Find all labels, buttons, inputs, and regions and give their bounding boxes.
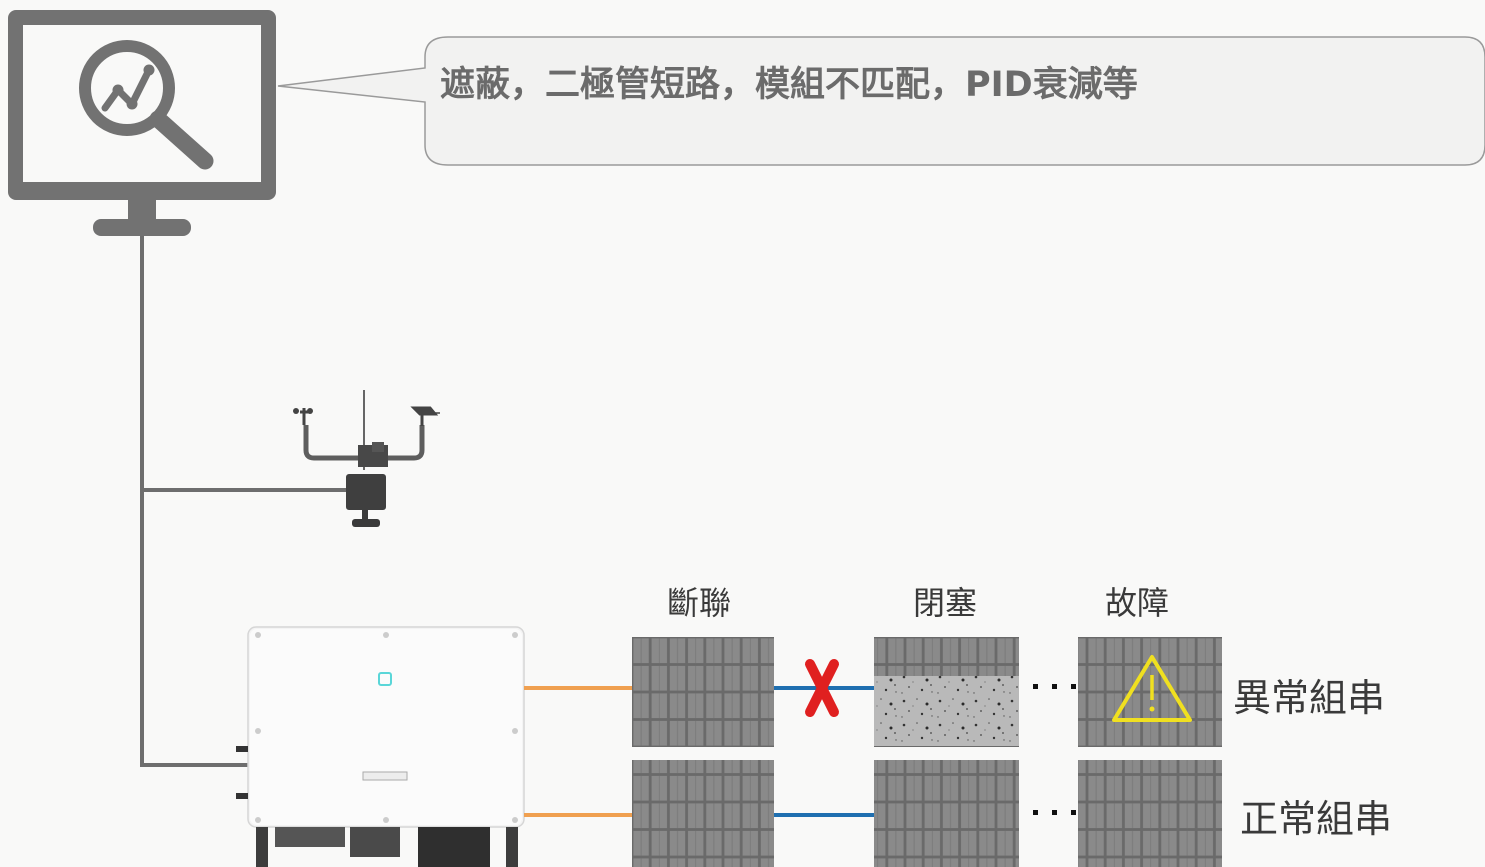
- panel-disconnect: [632, 637, 774, 747]
- panel-normal-2: [874, 760, 1019, 867]
- panel-fault: [1078, 637, 1222, 747]
- ellipsis-normal: [1033, 810, 1076, 815]
- callout-text: 遮蔽，二極管短路，模組不匹配，PID衰減等: [440, 65, 1138, 105]
- label-normal-string: 正常組串: [1240, 797, 1393, 841]
- warning-triangle-icon: [1112, 655, 1192, 722]
- monitor-analytics-icon: [8, 10, 276, 236]
- panel-normal-3: [1078, 760, 1222, 867]
- inverter-icon: [236, 626, 525, 867]
- label-blocked: 閉塞: [913, 584, 978, 622]
- label-abnormal-string: 異常組串: [1233, 676, 1386, 720]
- communication-lines: [140, 236, 346, 767]
- red-x-icon: [805, 659, 839, 717]
- ellipsis-abnormal: [1033, 684, 1076, 689]
- label-disconnect: 斷聯: [667, 584, 732, 622]
- panel-blocked: [874, 637, 1019, 747]
- callout-bubble: [277, 36, 1485, 166]
- weather-station-icon: [293, 390, 440, 527]
- panel-normal-1: [632, 760, 774, 867]
- label-fault: 故障: [1105, 584, 1170, 622]
